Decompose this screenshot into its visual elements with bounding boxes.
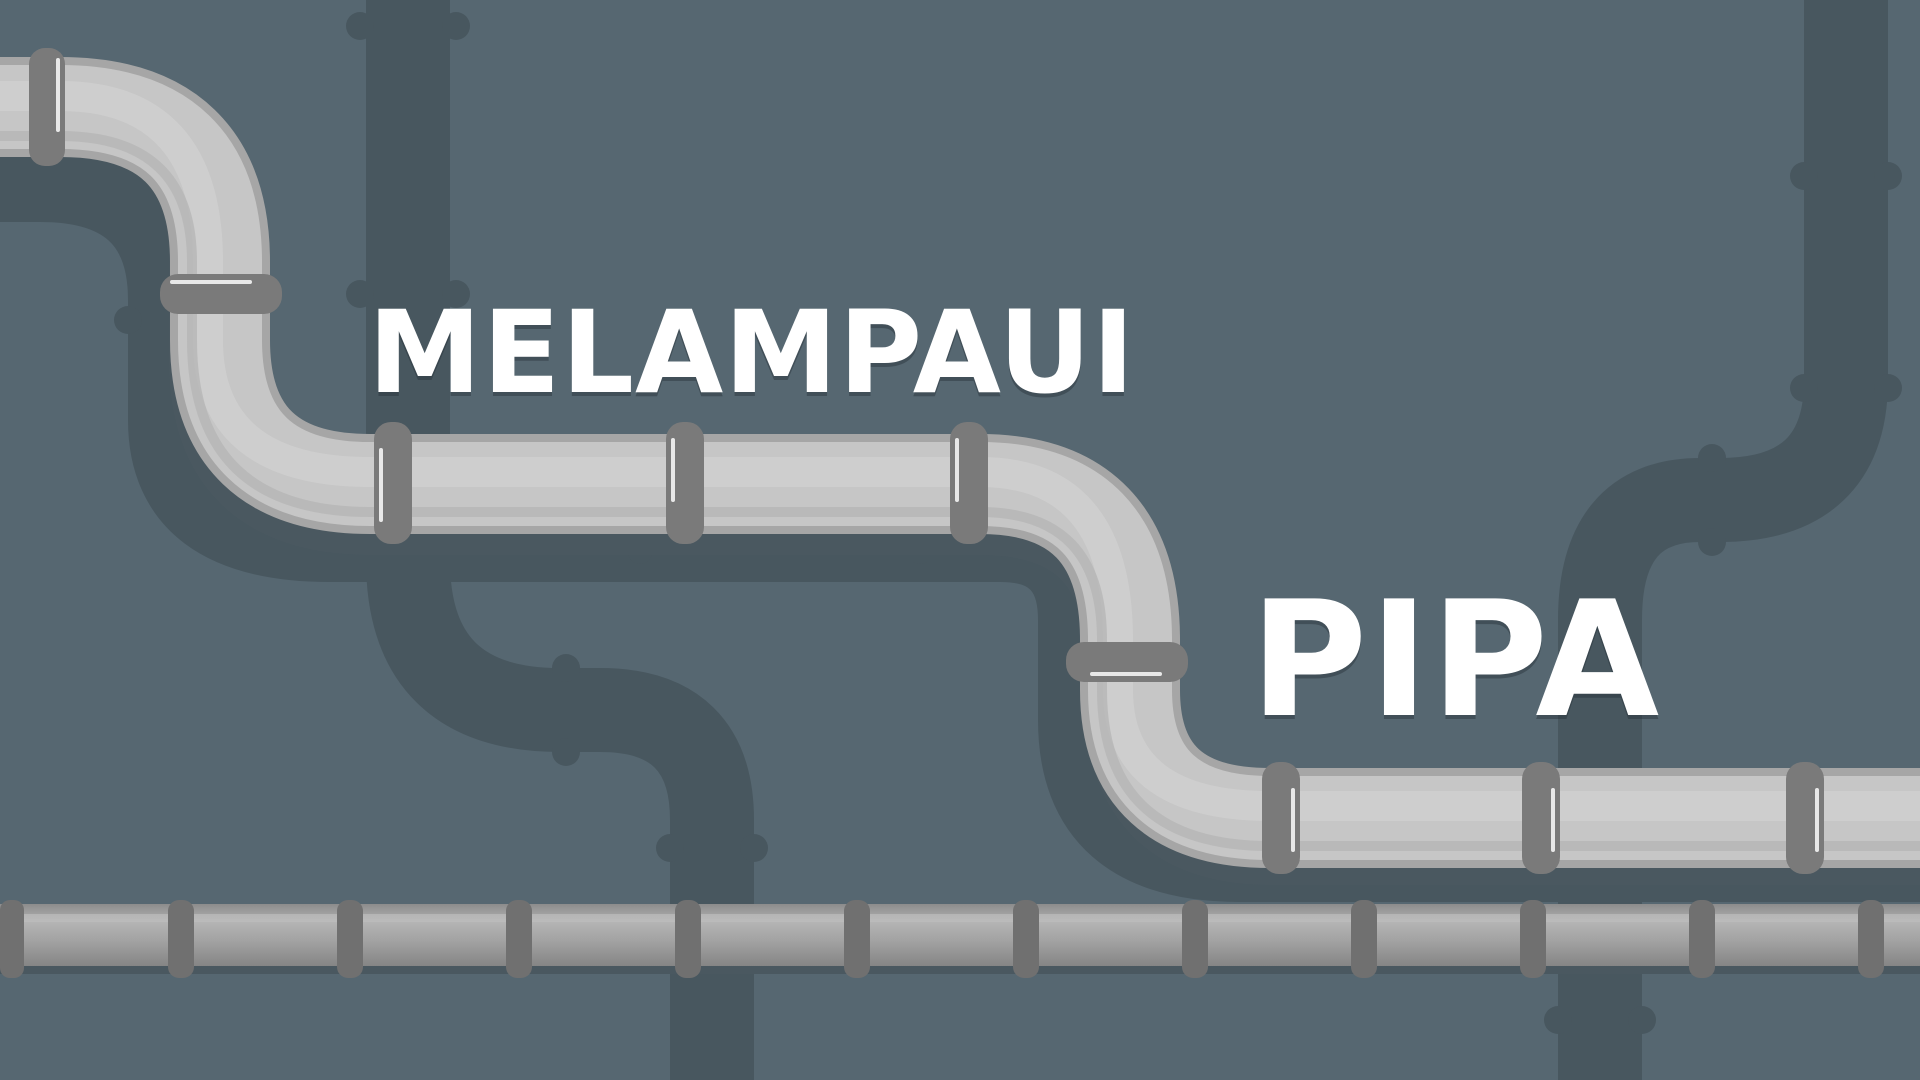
background-couplings	[114, 12, 1902, 1034]
thin-pipe	[0, 904, 1920, 966]
thin-pipe-highlight	[0, 914, 1920, 922]
pipe-couplings	[29, 48, 1824, 874]
headline-line2: PIPA	[1250, 566, 1662, 753]
headline-line1: MELAMPAUI	[368, 286, 1136, 419]
coupling-highlights	[56, 58, 1819, 852]
main-pipe-highlight	[0, 81, 1920, 821]
thin-pipe-couplings	[0, 900, 1884, 978]
